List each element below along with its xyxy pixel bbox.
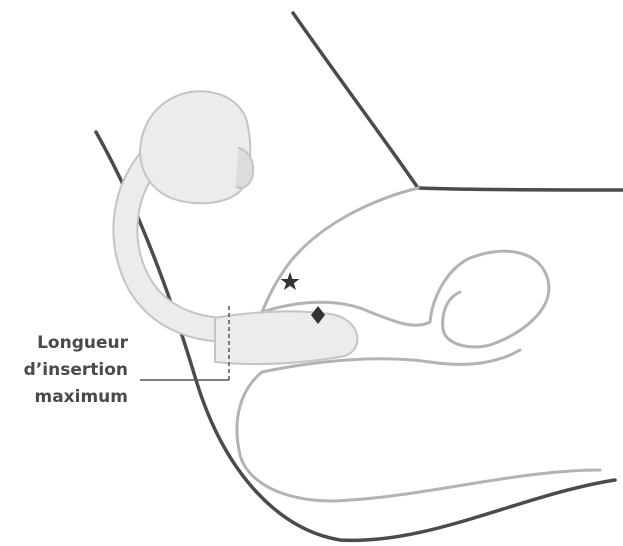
insertion-length-caption: Longueur d’insertion maximum — [0, 330, 128, 411]
star-icon — [281, 272, 300, 290]
anatomy-outline-upper — [262, 188, 418, 312]
body-contour-upper — [293, 13, 623, 190]
caption-line-1: Longueur — [0, 330, 128, 357]
anatomy-outline-lower — [237, 372, 600, 501]
device-head — [140, 91, 250, 203]
anatomy-organ-loop — [430, 251, 549, 347]
caption-line-2: d’insertion — [0, 357, 128, 384]
caption-line-3: maximum — [0, 384, 128, 411]
device-shaft — [215, 311, 357, 364]
